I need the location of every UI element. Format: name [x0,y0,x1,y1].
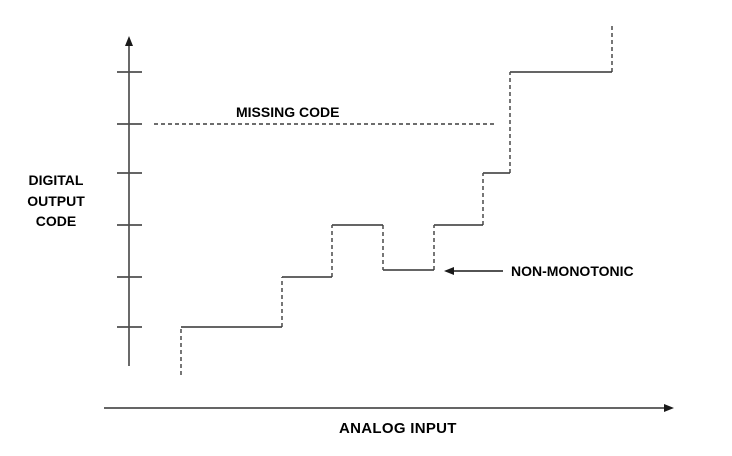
y-axis-label: DIGITAL OUTPUT CODE [16,170,96,232]
y-axis-label-line1: DIGITAL [28,172,84,188]
x-axis-label: ANALOG INPUT [339,420,457,437]
non-monotonic-left-arrowhead-icon [444,267,454,275]
y-axis-label-line3: CODE [35,213,77,229]
x-axis-right-arrowhead-icon [664,404,674,412]
y-axis-label-line2: OUTPUT [27,192,85,209]
missing-code-label: MISSING CODE [236,104,340,120]
y-axis-up-arrowhead-icon [125,36,133,46]
non-monotonic-label: NON-MONOTONIC [511,263,634,279]
